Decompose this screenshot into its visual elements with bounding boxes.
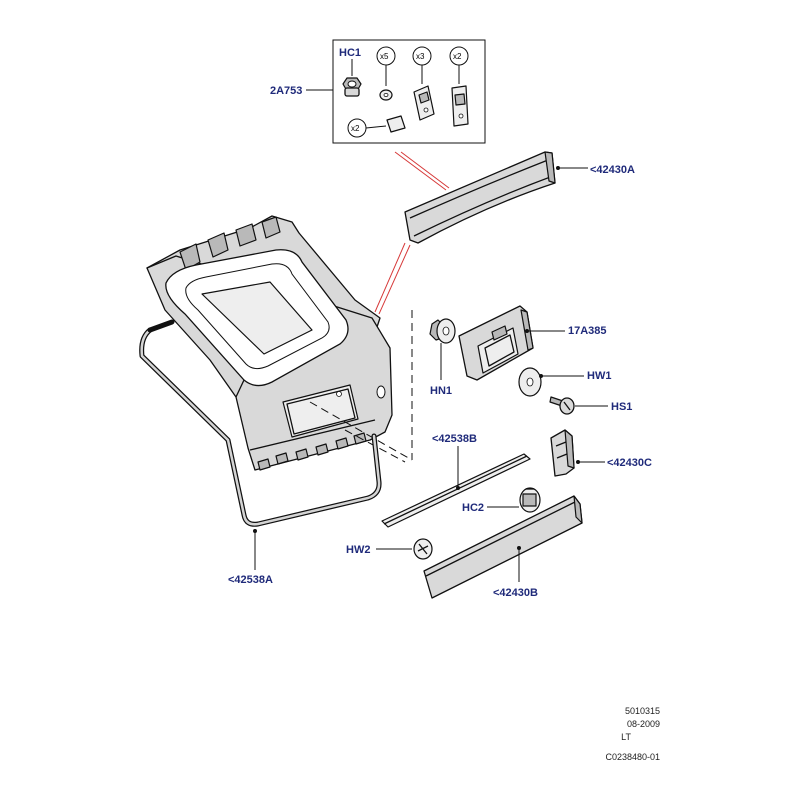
callout-bracket: 17A385: [568, 325, 607, 337]
quantity-small-pad: x2: [351, 124, 360, 133]
quantity-pad-a: x3: [416, 52, 425, 61]
washer-icon: [379, 89, 393, 101]
quantity-pad-b: x2: [453, 52, 462, 61]
right-trim-piece: [550, 429, 575, 477]
callout-hc2: HC2: [462, 502, 484, 514]
callout-spoiler-upper: <42430A: [590, 164, 635, 176]
callout-trim-right: <42430C: [607, 457, 652, 469]
red-guide-lines: [374, 151, 450, 315]
drawing-info: 5010315 08-2009 LT C0238480-01: [605, 706, 660, 762]
callout-hs1: HS1: [611, 401, 632, 413]
callout-hw2: HW2: [346, 544, 370, 556]
callout-seal-strip: <42538B: [432, 433, 477, 445]
drawing-number: 5010315: [625, 706, 660, 716]
drawing-reference: C0238480-01: [605, 752, 660, 762]
quantity-washer: x5: [380, 52, 389, 61]
pad-b-icon: [451, 85, 469, 127]
tailgate-seal: [139, 319, 382, 527]
callout-hw1: HW1: [587, 370, 611, 382]
hn1-push-nut-icon: [429, 318, 456, 344]
callout-trim-lower: <42430B: [493, 587, 538, 599]
seal-strip: [381, 453, 531, 528]
pad-a-icon: [413, 85, 435, 121]
small-pad-icon: [386, 115, 406, 133]
callout-hc1: HC1: [339, 47, 361, 59]
tailgate: [146, 215, 413, 471]
callout-tailgate-seal: <42538A: [228, 574, 273, 586]
plate-bracket: [458, 305, 534, 381]
callout-hn1: HN1: [430, 385, 452, 397]
callout-kit: 2A753: [270, 85, 302, 97]
hs1-screw-icon: [549, 396, 575, 415]
lower-trim-panel: [423, 495, 583, 599]
hc2-clip-icon: [519, 487, 541, 513]
fastener-kit: HC1 x5 x3 x2: [270, 39, 486, 144]
upper-spoiler: [404, 151, 556, 244]
drawing-code: LT: [621, 732, 631, 742]
hc1-nut-icon: [342, 77, 362, 97]
hw2-washer-icon: [413, 538, 433, 560]
hw1-washer-icon: [518, 367, 542, 397]
drawing-date: 08-2009: [627, 719, 660, 729]
